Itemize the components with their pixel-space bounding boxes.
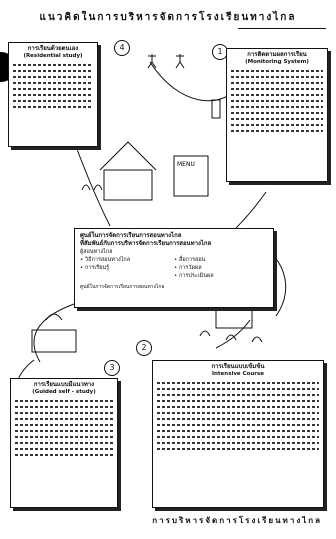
page-footer: การบริหารจัดการโรงเรียนทางไกล: [152, 516, 322, 525]
self-study-box: การเรียนด้วยตนเอง (Residential study): [8, 42, 98, 147]
step-number-4: 4: [114, 40, 130, 56]
center-right-item: • การวัดผล: [174, 265, 202, 271]
intensive-title: การเรียนแบบเข้มข้น: [211, 363, 265, 370]
guided-study-box: การเรียนแบบมีแนวทาง (Guided self - study…: [10, 378, 118, 508]
self-study-subtitle: (Residential study): [23, 53, 83, 59]
center-right-item: • สื่อการสอน: [174, 257, 206, 263]
self-study-title: การเรียนด้วยตนเอง: [27, 45, 79, 52]
center-left-item: • วิธีการสอนทางไกล: [80, 257, 131, 263]
center-right-item: • การประเมินผล: [174, 273, 214, 279]
stick-figure-left: [147, 54, 157, 69]
menu-board: [173, 155, 209, 197]
classroom-students: [199, 330, 263, 343]
intensive-subtitle: Intensive Course: [211, 371, 265, 377]
menu-board-label: MENU: [177, 161, 195, 168]
title-underline: [238, 28, 326, 29]
arrow-right-down: [235, 191, 267, 229]
step-number-2: 2: [136, 340, 152, 356]
teacher-figure: [211, 99, 221, 119]
center-subtitle: ที่สัมพันธ์กับการบริหารจัดการเรียนการสอน…: [80, 240, 212, 247]
stick-figure-right: [175, 54, 185, 69]
center-footer: ศูนย์ในการจัดการเรียนการสอนทางไกล: [80, 284, 165, 290]
reader-figure: [45, 313, 63, 321]
center-box: ศูนย์ในการจัดการเรียนการสอนทางไกล ที่สัม…: [74, 228, 274, 308]
arrow-bottom-right: [215, 319, 251, 349]
arrow-top-center: [149, 61, 239, 102]
center-heading: ผู้สอนทางไกล: [80, 249, 113, 255]
desk-student: [31, 329, 77, 353]
page-title: แนวคิดในการบริหารจัดการโรงเรียนทางไกล: [39, 12, 297, 23]
center-title: ศูนย์ในการจัดการเรียนการสอนทางไกล: [80, 232, 182, 239]
intensive-course-box: การเรียนแบบเข้มข้น Intensive Course: [152, 360, 324, 508]
house-roof: [99, 141, 157, 171]
students-group: [81, 184, 103, 191]
monitoring-box: การติดตามผลการเรียน (Monitoring System): [226, 48, 328, 182]
monitoring-subtitle: (Monitoring System): [245, 59, 309, 65]
center-left-item: • การเรียนรู้: [80, 265, 110, 271]
house-body: [103, 169, 153, 201]
guided-title: การเรียนแบบมีแนวทาง: [33, 381, 95, 388]
step-number-3: 3: [104, 360, 120, 376]
guided-subtitle: (Guided self - study): [32, 389, 96, 395]
monitoring-title: การติดตามผลการเรียน: [247, 51, 307, 58]
arrow-bottom-left: [33, 303, 75, 363]
